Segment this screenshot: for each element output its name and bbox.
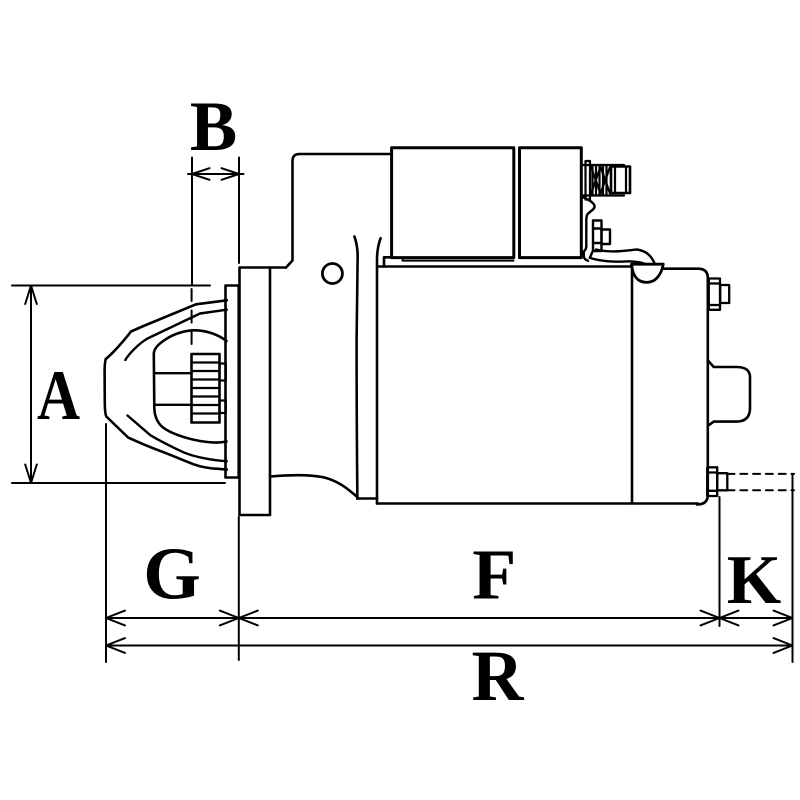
svg-text:F: F	[472, 534, 516, 614]
svg-text:A: A	[37, 357, 80, 435]
svg-text:R: R	[472, 636, 525, 716]
svg-text:K: K	[727, 542, 781, 619]
svg-text:B: B	[190, 88, 237, 166]
svg-text:G: G	[143, 534, 201, 616]
